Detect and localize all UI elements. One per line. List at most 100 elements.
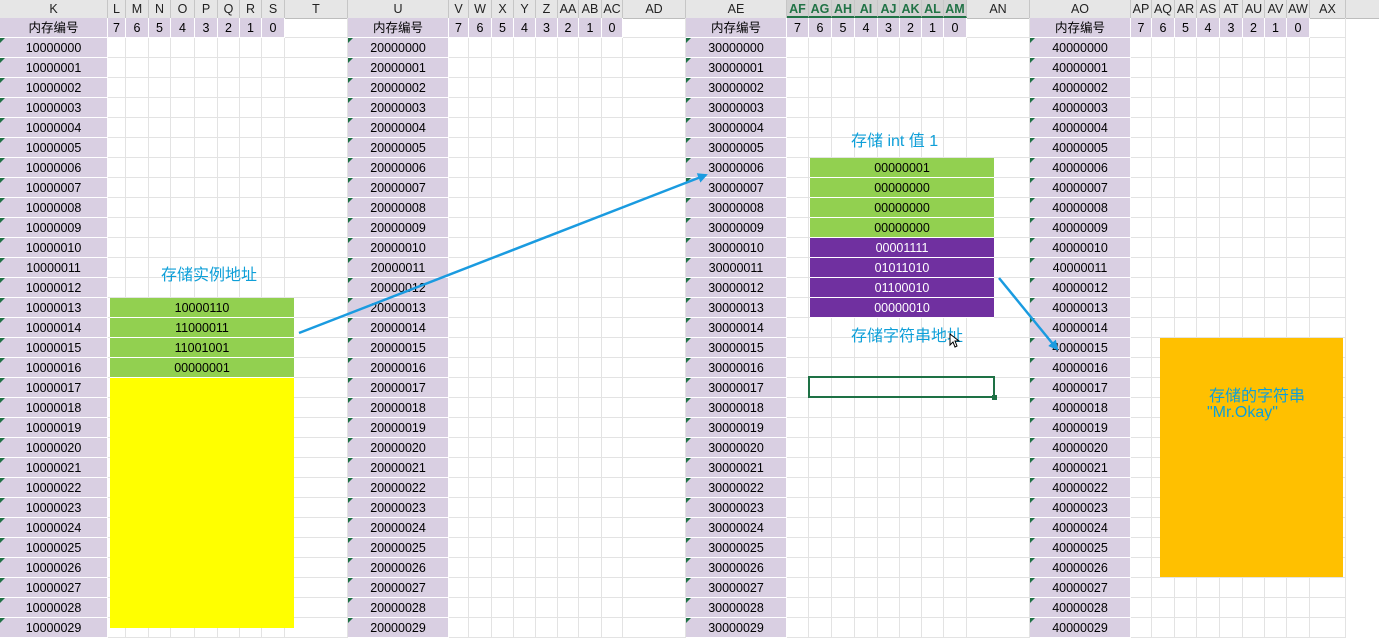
bit-cell[interactable] [195, 218, 218, 238]
bit-cell[interactable] [514, 358, 536, 378]
bit-cell[interactable] [944, 498, 967, 518]
bit-cell[interactable] [449, 418, 469, 438]
bit-cell[interactable] [514, 578, 536, 598]
bit-cell[interactable] [809, 118, 832, 138]
bit-cell[interactable] [1131, 58, 1152, 78]
bit-cell[interactable] [536, 198, 558, 218]
bit-cell[interactable] [1131, 618, 1152, 638]
bit-cell[interactable] [449, 318, 469, 338]
spacer-cell[interactable] [1310, 138, 1346, 158]
bit-cell[interactable] [944, 78, 967, 98]
bit-cell[interactable] [602, 58, 623, 78]
memory-address-cell[interactable]: 40000006 [1030, 158, 1131, 178]
bit-cell[interactable] [1220, 578, 1243, 598]
bit-cell[interactable] [579, 238, 602, 258]
spacer-cell[interactable] [1310, 278, 1346, 298]
bit-cell[interactable] [602, 238, 623, 258]
bit-cell[interactable] [1243, 198, 1265, 218]
bit-cell[interactable] [536, 98, 558, 118]
bit-cell[interactable] [492, 538, 514, 558]
bit-cell[interactable] [900, 438, 922, 458]
bit-cell[interactable] [832, 478, 855, 498]
spacer-cell[interactable] [623, 438, 686, 458]
bit-cell[interactable] [149, 238, 171, 258]
bit-cell[interactable] [602, 138, 623, 158]
bit-cell[interactable] [1243, 98, 1265, 118]
bit-cell[interactable] [149, 98, 171, 118]
memory-address-cell[interactable]: 30000008 [686, 198, 787, 218]
instance-address-block[interactable]: 10000110 11000011 11001001 00000001 [110, 298, 294, 378]
memory-address-cell[interactable]: 10000010 [0, 238, 108, 258]
memory-address-cell[interactable]: 40000003 [1030, 98, 1131, 118]
spacer-cell[interactable] [285, 558, 348, 578]
bit-cell[interactable] [1175, 78, 1197, 98]
spacer-cell[interactable] [967, 438, 1030, 458]
bit-cell[interactable] [1243, 218, 1265, 238]
bit-cell[interactable] [832, 318, 855, 338]
bit-cell[interactable] [809, 498, 832, 518]
bit-cell[interactable] [126, 118, 149, 138]
bit-cell[interactable] [579, 478, 602, 498]
bit-cell[interactable] [900, 118, 922, 138]
spacer-cell[interactable] [623, 118, 686, 138]
bit-cell[interactable] [809, 78, 832, 98]
bit-cell[interactable] [262, 58, 285, 78]
spacer-cell[interactable] [623, 38, 686, 58]
bit-cell[interactable] [1197, 118, 1220, 138]
memory-address-cell[interactable]: 30000012 [686, 278, 787, 298]
bit-cell[interactable] [944, 338, 967, 358]
bit-cell[interactable] [602, 218, 623, 238]
bit-cell[interactable] [218, 158, 240, 178]
memory-address-cell[interactable]: 10000023 [0, 498, 108, 518]
memory-address-cell[interactable]: 30000029 [686, 618, 787, 638]
bit-cell[interactable] [944, 578, 967, 598]
bit-header-cell[interactable]: 1 [922, 18, 944, 38]
bit-cell[interactable] [262, 258, 285, 278]
spacer-cell[interactable] [967, 78, 1030, 98]
bit-cell[interactable] [809, 38, 832, 58]
bit-cell[interactable] [469, 478, 492, 498]
memory-address-cell[interactable]: 20000029 [348, 618, 449, 638]
bit-cell[interactable] [449, 598, 469, 618]
bit-cell[interactable] [787, 498, 809, 518]
bit-cell[interactable] [514, 158, 536, 178]
stored-string-block[interactable] [1160, 338, 1343, 577]
bit-cell[interactable] [878, 558, 900, 578]
column-header-ax[interactable]: AX [1310, 0, 1346, 18]
bit-cell[interactable] [536, 158, 558, 178]
spacer-cell[interactable] [1310, 298, 1346, 318]
bit-cell[interactable] [602, 278, 623, 298]
bit-cell[interactable] [492, 498, 514, 518]
bit-cell[interactable] [1265, 98, 1287, 118]
bit-cell[interactable] [602, 158, 623, 178]
bit-cell[interactable] [1197, 218, 1220, 238]
bit-cell[interactable] [514, 518, 536, 538]
memory-address-cell[interactable]: 30000024 [686, 518, 787, 538]
spacer-cell[interactable] [1310, 78, 1346, 98]
bit-cell[interactable] [1175, 218, 1197, 238]
bit-cell[interactable] [1287, 158, 1310, 178]
memory-address-cell[interactable]: 30000021 [686, 458, 787, 478]
bit-cell[interactable] [558, 598, 579, 618]
bit-cell[interactable] [1152, 598, 1175, 618]
instance-address-byte-2[interactable]: 11001001 [110, 338, 294, 358]
bit-cell[interactable] [787, 438, 809, 458]
bit-cell[interactable] [878, 518, 900, 538]
bit-cell[interactable] [492, 278, 514, 298]
bit-cell[interactable] [171, 218, 195, 238]
bit-cell[interactable] [149, 118, 171, 138]
instance-address-byte-3[interactable]: 00000001 [110, 358, 294, 378]
spacer-cell[interactable] [1310, 598, 1346, 618]
bit-cell[interactable] [514, 558, 536, 578]
bit-cell[interactable] [171, 258, 195, 278]
bit-cell[interactable] [469, 318, 492, 338]
bit-cell[interactable] [922, 38, 944, 58]
spacer-cell[interactable] [967, 358, 1030, 378]
bit-cell[interactable] [1152, 318, 1175, 338]
spacer-cell[interactable] [1310, 58, 1346, 78]
bit-cell[interactable] [579, 538, 602, 558]
bit-header-cell[interactable]: 5 [492, 18, 514, 38]
bit-cell[interactable] [536, 518, 558, 538]
bit-cell[interactable] [536, 478, 558, 498]
